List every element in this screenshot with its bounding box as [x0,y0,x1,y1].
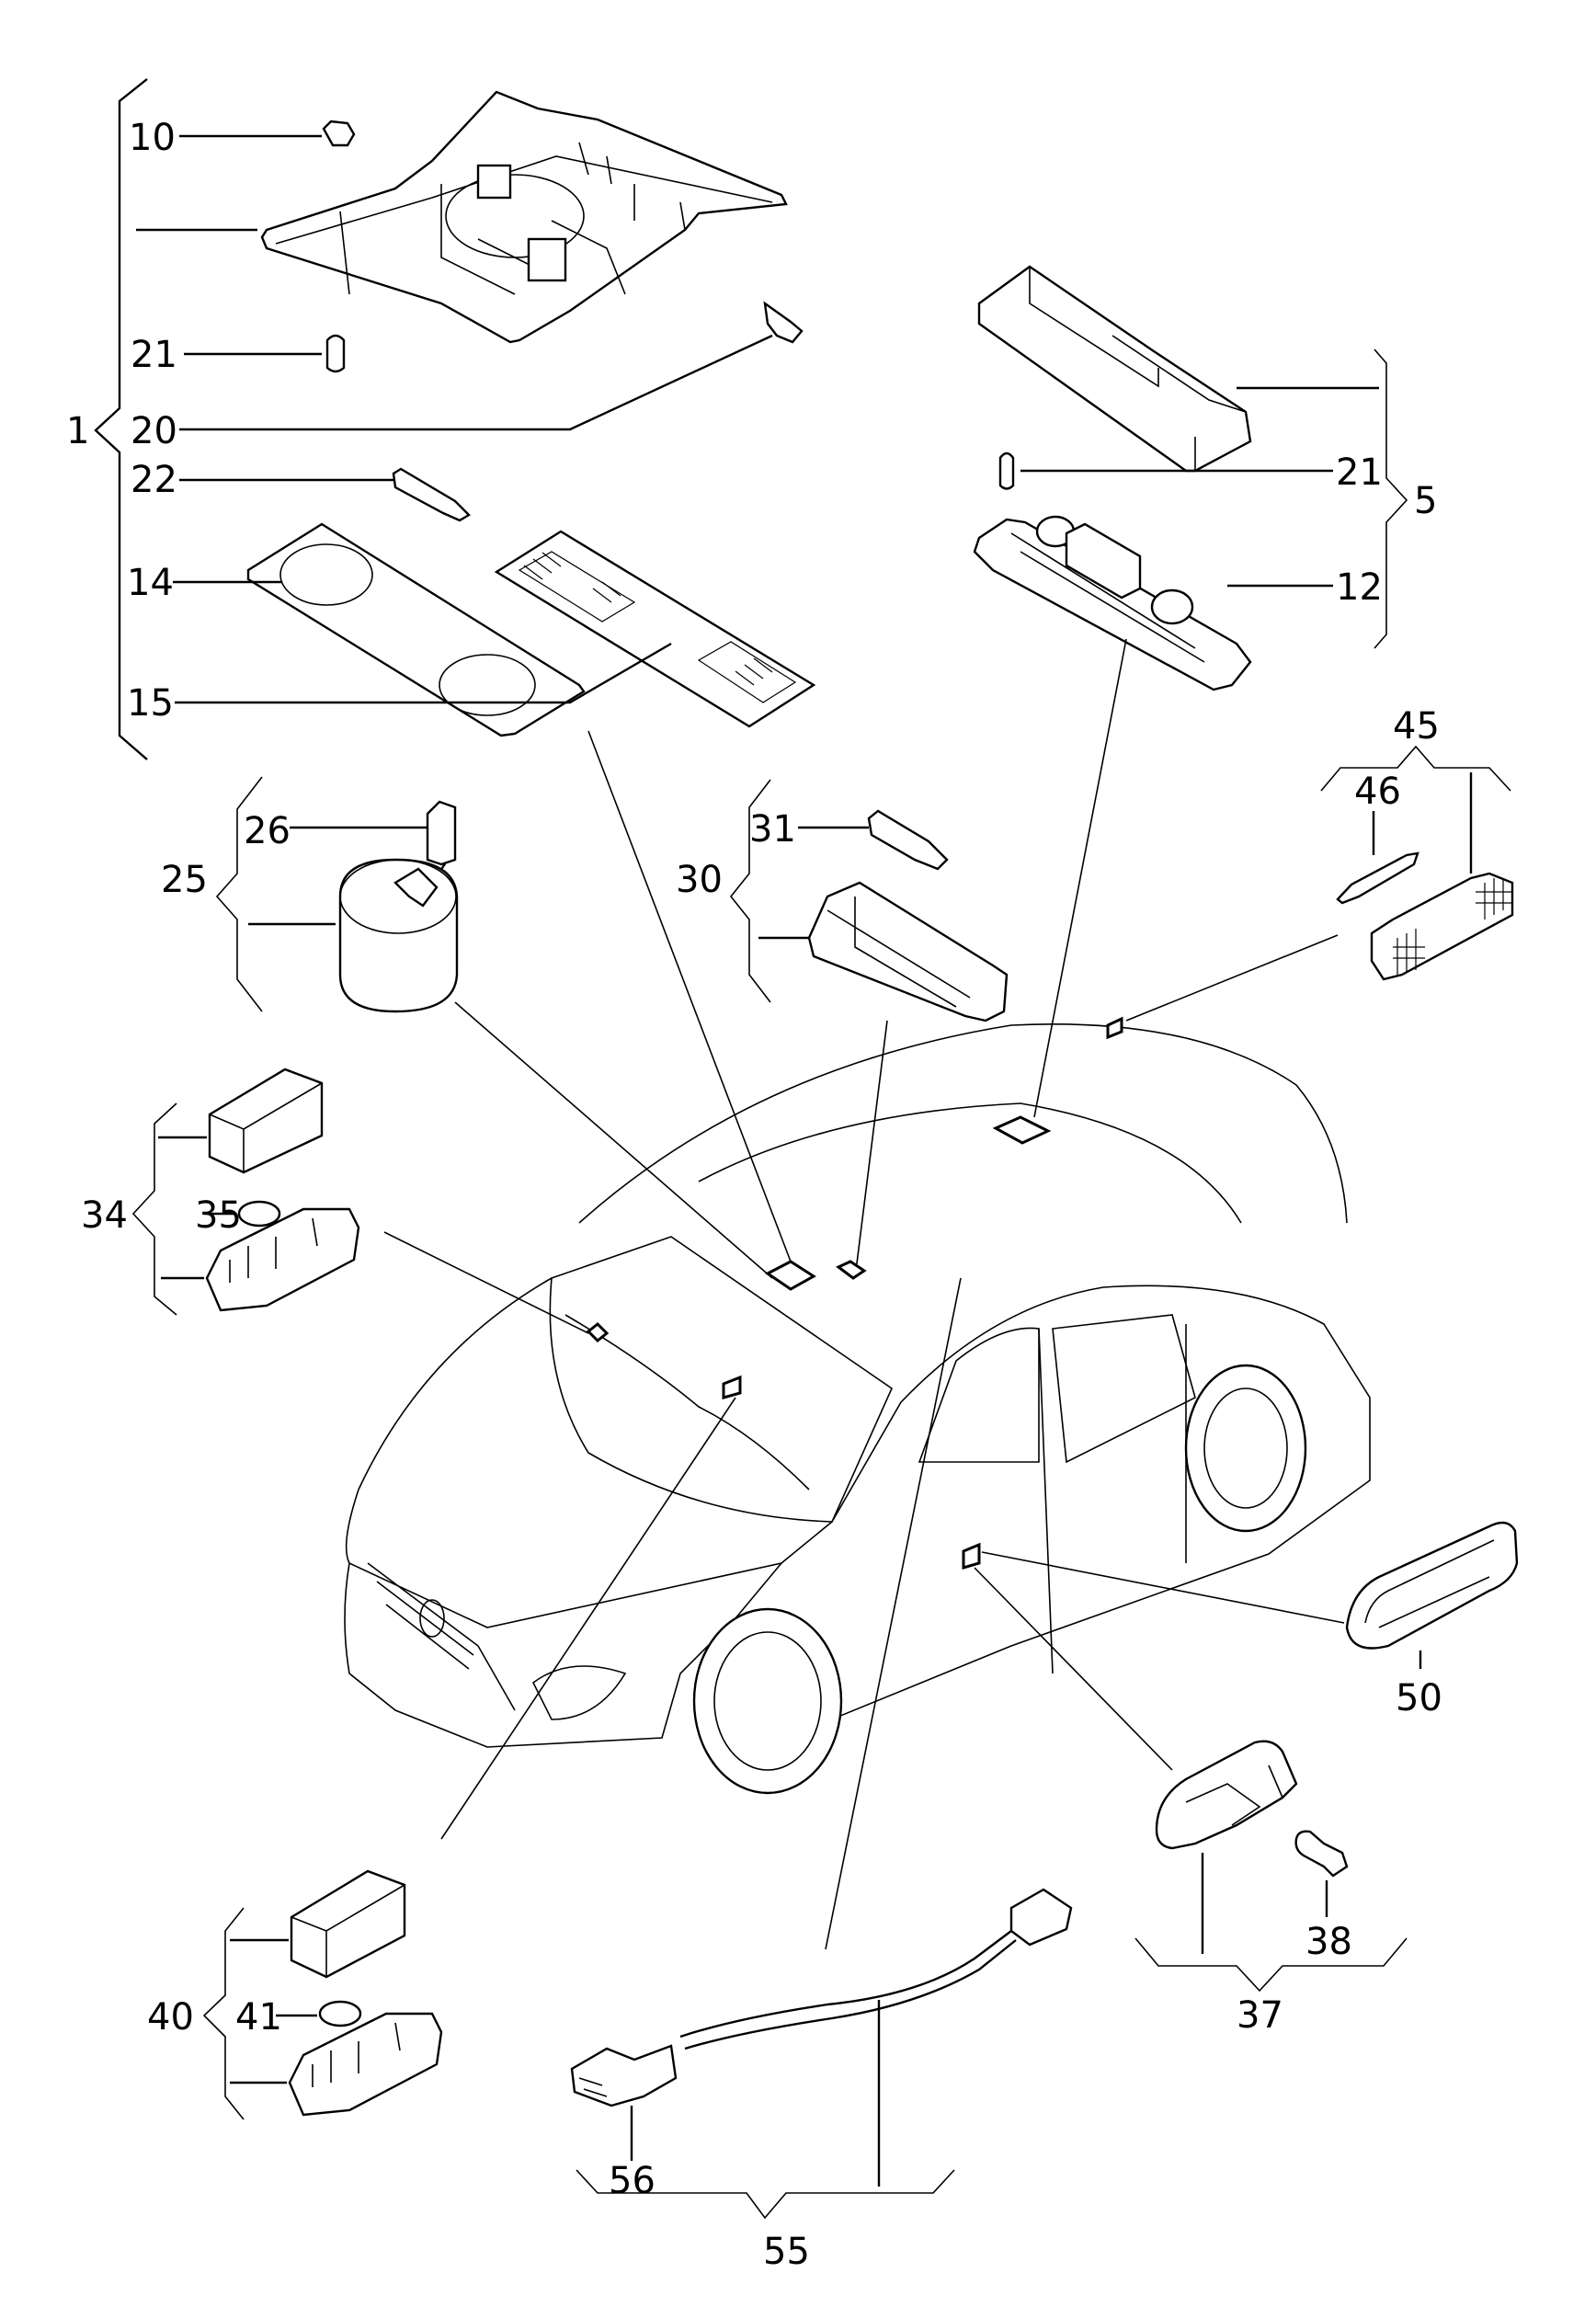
mount-marker-footwell-34 [586,1321,610,1343]
callout-31[interactable]: 31 [749,808,796,851]
callout-14[interactable]: 14 [127,562,174,604]
entry-lamp-37[interactable] [1155,1740,1298,1850]
festoon-bulb-31 [867,809,949,871]
connector-56 [570,2044,678,2107]
bulb-holder-10 [322,120,356,147]
callout-38[interactable]: 38 [1305,1921,1352,1963]
callout-40[interactable]: 40 [147,1996,194,2039]
group-30-courtesy-lamp: 30 31 [676,779,1009,1279]
callout-55[interactable]: 55 [763,2231,810,2273]
callout-20[interactable]: 20 [131,410,177,452]
mount-marker-rear-light [992,1115,1052,1145]
lens-cover-40[interactable] [290,1869,406,1979]
mount-marker-courtesy [836,1260,867,1280]
group-25-switch: 25 26 [161,776,773,1279]
vehicle-body [344,638,1371,1950]
lens-14[interactable] [246,522,586,737]
lamp-housing-40[interactable] [288,2012,443,2117]
mount-marker-front-light [765,1260,816,1291]
callout-5[interactable]: 5 [1414,480,1437,522]
luggage-lamp-45[interactable] [1370,872,1514,981]
bulb-41 [318,2000,362,2027]
callout-56[interactable]: 56 [609,2160,656,2202]
callout-21-right[interactable]: 21 [1336,451,1383,494]
courtesy-lamp-30[interactable] [807,881,1009,1022]
group-50-door-light: 50 [981,1521,1519,1719]
callout-35[interactable]: 35 [195,1194,242,1237]
connector-26 [426,800,457,866]
callout-10[interactable]: 10 [129,117,176,159]
callout-50[interactable]: 50 [1396,1677,1442,1719]
bulb-21-right [998,451,1015,490]
callout-22[interactable]: 22 [131,459,177,501]
callout-41[interactable]: 41 [235,1996,282,2039]
door-light-50[interactable] [1345,1521,1519,1650]
callout-37[interactable]: 37 [1237,1994,1283,2037]
callout-45[interactable]: 45 [1393,705,1440,748]
callout-1[interactable]: 1 [66,410,89,452]
group-40-footwell-light: 40 41 [147,1397,736,2120]
callout-30[interactable]: 30 [676,859,723,901]
callout-26[interactable]: 26 [244,810,291,852]
callout-12[interactable]: 12 [1336,566,1383,609]
bulb-21-left [325,334,346,373]
lamp-housing-34[interactable] [205,1207,360,1312]
screw-20 [763,301,804,344]
bracket-1 [94,78,148,760]
group-5-rear-reading-light: 5 21 12 [973,265,1437,691]
callout-21-left[interactable]: 21 [131,334,177,376]
lens-15[interactable] [494,530,816,728]
lens-cover-34[interactable] [208,1068,324,1174]
group-34-footwell-light: 34 35 [81,1068,589,1334]
wiring-harness-55[interactable] [679,1930,1012,2039]
group-55-wiring-harness: 56 55 [570,1888,1073,2273]
festoon-bulb-46 [1336,851,1419,905]
mount-marker-luggage [1106,1016,1123,1040]
reading-light-base-12[interactable] [973,518,1252,691]
interior-light-housing[interactable] [260,90,788,344]
callout-46[interactable]: 46 [1354,771,1401,813]
bulb-35 [237,1200,281,1228]
group-1-front-interior-light: 1 10 21 20 22 14 15 [66,78,816,760]
callout-25[interactable]: 25 [161,859,208,901]
callout-34[interactable]: 34 [81,1194,128,1237]
callout-15[interactable]: 15 [127,682,174,725]
bulb-38 [1294,1830,1349,1878]
connector-harness-end [1009,1888,1073,1947]
group-37-entry-lamp: 38 37 [974,1567,1408,2037]
festoon-bulb-22 [392,467,471,522]
mount-marker-door [962,1542,981,1570]
reading-light-cover[interactable] [977,265,1252,473]
group-45-luggage-lamp: 45 46 [1125,705,1514,1022]
mount-marker-footwell-40 [722,1375,742,1399]
